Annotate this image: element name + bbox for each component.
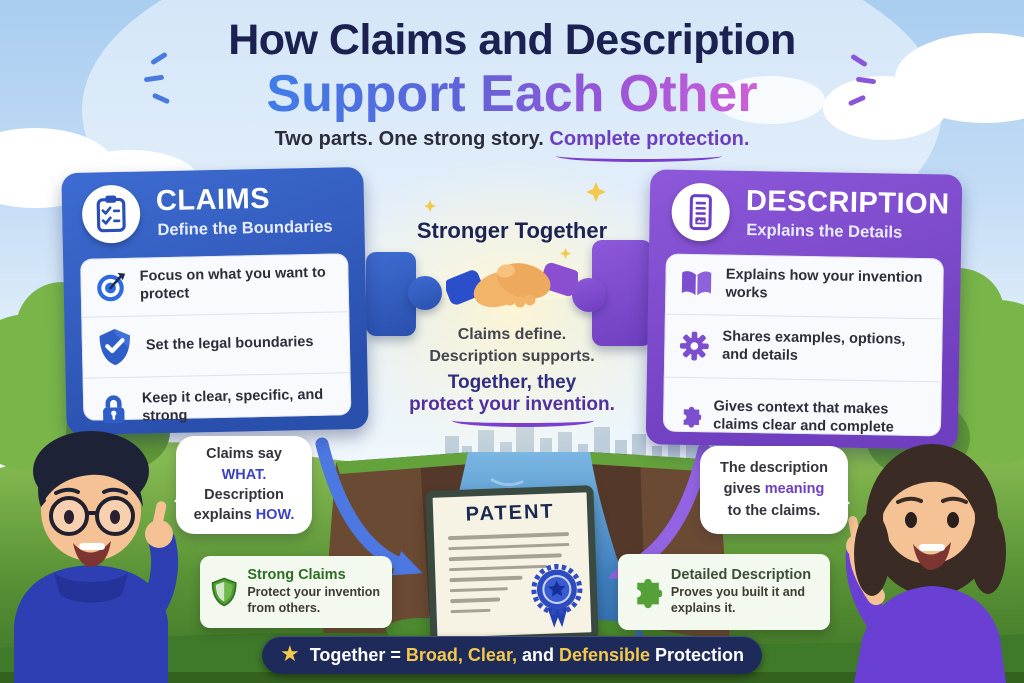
banner-segment: Defensible (558, 644, 651, 665)
rosette-seal-icon (531, 563, 583, 628)
left-character-illustration (14, 431, 179, 683)
main-title-line1: How Claims and Description (228, 16, 796, 64)
claims-puzzle-tab (366, 252, 416, 336)
claims-puzzle-knob (408, 276, 442, 310)
claims-badge (81, 184, 141, 244)
center-underline (452, 414, 594, 427)
banner-segment: and (516, 644, 559, 665)
banner-segment: Together = (309, 644, 406, 665)
shield-check-icon (99, 329, 130, 366)
claims-subtitle: Define the Boundaries (157, 217, 333, 240)
description-item: Gives context that makes claims clear an… (662, 376, 942, 459)
handshake-icon (446, 262, 578, 308)
banner-segment: Clear, (467, 644, 517, 665)
document-icon (689, 194, 712, 231)
right-character-illustration (845, 444, 1006, 683)
bubble-accent-text: meaning (764, 481, 825, 498)
puzzle-piece-icon (683, 406, 702, 428)
center-line1: Claims define. (457, 326, 567, 343)
clipboard-checklist-icon (96, 195, 126, 233)
subtitle-accent: Complete protection. (549, 128, 750, 150)
sparkle-icon (586, 182, 606, 202)
bubble-text: The description (720, 460, 828, 477)
sparkle-icon (560, 248, 571, 259)
right-speech-bubble: The description gives meaning to the cla… (700, 446, 848, 534)
bubble-text: explains (193, 507, 252, 524)
target-icon (97, 272, 126, 302)
strong-claims-title: Strong Claims (247, 567, 346, 584)
detailed-description-card: Detailed Description Proves you built it… (618, 554, 830, 630)
patent-document: PATENT (425, 485, 599, 645)
description-title: DESCRIPTION (745, 184, 950, 221)
description-item: Shares examples, options, and details (663, 313, 943, 382)
detailed-description-text: Proves you built it and explains it. (670, 585, 805, 615)
bubble-text: gives (723, 481, 761, 498)
detailed-description-title: Detailed Description (670, 567, 812, 584)
subtitle: Two parts. One strong story. Complete pr… (0, 128, 1024, 151)
description-item: Explains how your invention works (665, 254, 944, 319)
claims-item-text: Focus on what you want to protect (139, 264, 326, 303)
banner-segment: Broad, (405, 644, 463, 665)
bubble-text: to the claims. (727, 502, 821, 519)
claims-panel: CLAIMS Define the Boundaries Focus on wh… (61, 166, 369, 441)
subtitle-underline (556, 150, 722, 162)
sparkle-icon (424, 200, 436, 212)
banner-text: Together = Broad, Clear, and Defensible … (310, 645, 744, 666)
strong-claims-text: Protect your invention from others. (247, 585, 380, 615)
bubble-text: Description (204, 487, 284, 503)
green-shield-icon (211, 577, 237, 607)
gear-icon (679, 331, 709, 361)
description-list: Explains how your invention works (662, 253, 944, 459)
patent-title: PATENT (465, 500, 556, 526)
bubble-text: Claims say (206, 446, 282, 463)
claims-item: Focus on what you want to protect (80, 253, 349, 317)
claims-item: Keep it clear, specific, and strong (82, 372, 352, 441)
strong-claims-card: Strong Claims Protect your invention fro… (200, 556, 392, 628)
lock-icon (103, 395, 125, 424)
bubble-accent-text: HOW. (255, 507, 295, 524)
gradient-title-text: Support Each Other (266, 65, 758, 123)
banner-segment: Protection (650, 644, 745, 665)
description-item-text: Explains how your invention works (725, 266, 923, 302)
center-line4: protect your invention. (409, 394, 615, 415)
green-puzzle-icon (637, 578, 662, 609)
open-book-icon (681, 271, 712, 297)
center-line3: Together, they (447, 372, 577, 393)
description-panel: DESCRIPTION Explains the Details Explain… (645, 169, 963, 459)
center-heading: Stronger Together (416, 218, 608, 243)
main-title-line2: Support Each Other (0, 64, 1024, 124)
bubble-accent-text: WHAT. (221, 466, 267, 483)
description-puzzle-knob (572, 278, 606, 312)
claims-list: Focus on what you want to protect Set th… (80, 253, 352, 441)
claims-title: CLAIMS (155, 182, 271, 218)
footer-banner: ★ Together = Broad, Clear, and Defensibl… (262, 636, 762, 674)
subtitle-plain: Two parts. One strong story. (274, 128, 544, 150)
description-subtitle: Explains the Details (746, 220, 903, 242)
claims-item-text: Set the legal boundaries (145, 334, 314, 354)
star-icon: ★ (279, 642, 300, 667)
claims-item: Set the legal boundaries (81, 311, 351, 378)
description-badge (671, 182, 731, 242)
center-line2: Description supports. (429, 348, 595, 365)
description-item-text: Shares examples, options, and details (722, 328, 906, 364)
left-speech-bubble: Claims say WHAT. Description explains HO… (176, 436, 312, 534)
